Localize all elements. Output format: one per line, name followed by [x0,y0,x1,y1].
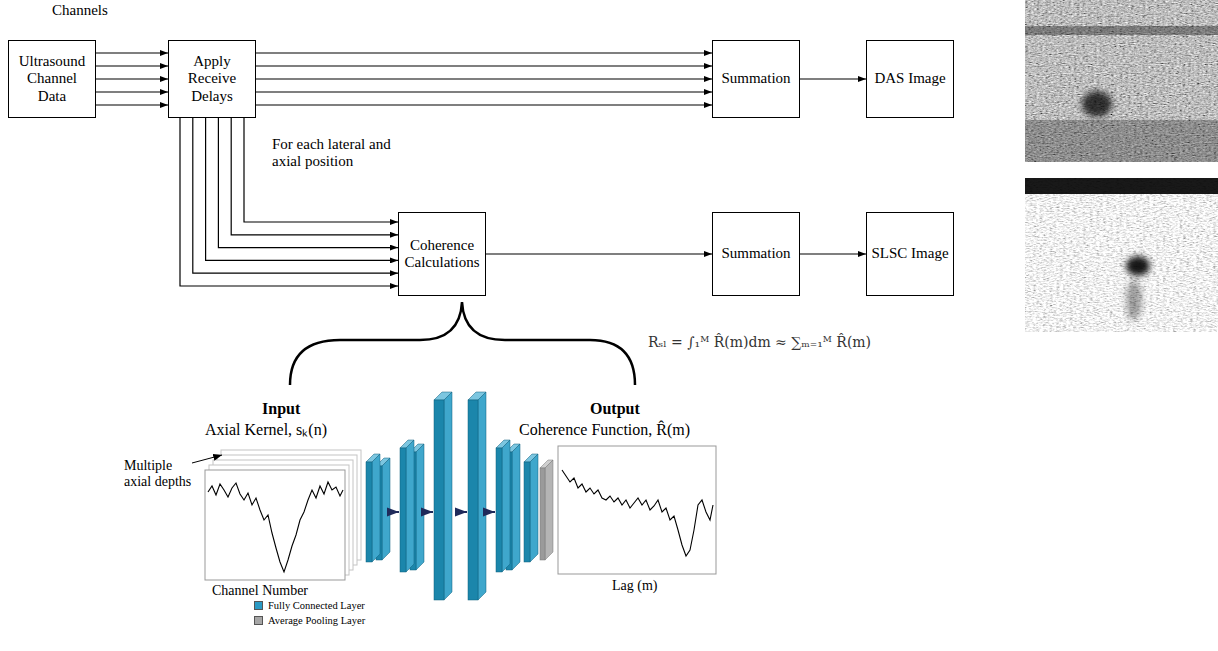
tissue-band [1025,26,1218,35]
annotation-label: Multiple axial depths [124,458,198,490]
legend-row: Average Pooling Layer [254,615,365,626]
fc-layer [524,454,538,562]
process-box: DAS Image [866,40,954,118]
connector-arrow [800,78,866,79]
deep-shadow [1025,120,1218,162]
connector-arrow [231,118,398,235]
coherence-trace [562,470,713,556]
connector-arrow [96,78,168,79]
flow-arrow [425,511,433,513]
annotation-label: Output [590,400,640,418]
box-label: Coherence Calculations [402,237,482,272]
pointer-arrow [192,455,222,463]
connector-arrow [96,52,168,53]
box-label: Summation [721,70,790,87]
pooling-layer [540,460,553,560]
connector-arrow [256,104,712,105]
connector-arrow [256,91,712,92]
flow-arrow [488,511,495,513]
annotation-label: Input [262,400,300,418]
connector-arrow [256,52,712,53]
process-box: Summation [712,40,800,118]
annotation-label: Axial Kernel, sₖ(n) [205,421,327,439]
legend-text: Average Pooling Layer [268,615,365,626]
box-label: Summation [721,245,790,262]
annotation-label: Channels [52,2,108,19]
annotation-label: Lag (m) [612,578,657,594]
shadow [1126,280,1142,320]
das-ultrasound-image [1025,0,1218,162]
process-box: Summation [712,212,800,296]
box-label: Ultrasound Channel Data [12,53,92,105]
lesion [1082,91,1112,117]
box-label: DAS Image [874,70,945,87]
plot-frame [205,470,345,580]
output-plot [558,446,716,574]
connector-arrow [256,65,712,66]
connector-arrow [96,65,168,66]
fc-layer [400,440,414,572]
connector-arrow [244,118,398,222]
fc-layer [434,392,452,600]
lesion [1126,256,1150,276]
connector-arrow [800,253,866,254]
flow-arrow [455,511,467,513]
fc-layer [496,440,510,572]
brace [290,302,635,385]
speckle [1025,178,1218,332]
annotation-label: Rₛₗ = ∫₁ᴹ R̂(m)dm ≈ ∑ₘ₌₁ᴹ R̂(m) [648,334,871,350]
slsc-image [1025,178,1218,332]
connector-arrow [256,78,712,79]
fc-layer [366,454,380,562]
flow-arrow [392,511,399,513]
box-label: SLSC Image [871,245,948,262]
annotation-label: Channel Number [212,583,308,599]
process-box: Coherence Calculations [398,212,486,296]
connector-arrow [486,253,712,254]
legend-swatch [254,616,263,625]
box-label: Apply Receive Delays [172,53,252,105]
plot-frame [558,446,716,574]
legend-row: Fully Connected Layer [254,600,365,611]
legend-swatch [254,601,263,610]
process-box: SLSC Image [866,212,954,296]
process-box: Apply Receive Delays [168,40,256,118]
process-box: Ultrasound Channel Data [8,40,96,118]
connector-arrow [96,91,168,92]
signal-trace [208,482,343,572]
annotation-label: Coherence Function, R̂(m) [519,421,690,439]
top-band [1025,178,1218,194]
layer-arrows [392,511,495,513]
speckle [1025,0,1218,162]
connector-arrow [96,104,168,105]
fc-layer [468,392,486,600]
input-plot [192,450,361,580]
annotation-label: For each lateral and axial position [272,136,412,171]
legend-text: Fully Connected Layer [268,600,365,611]
